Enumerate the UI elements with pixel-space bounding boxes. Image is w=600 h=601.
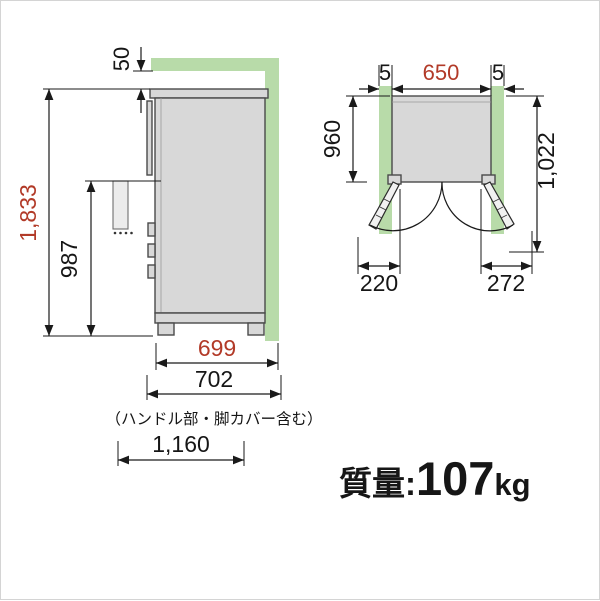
fridge-top-panel: [149, 88, 269, 99]
dim-label-699: 699: [198, 335, 236, 361]
dim-width-row: 5 650 5: [359, 60, 524, 96]
dim-label-50: 50: [109, 47, 134, 71]
rear-foot: [247, 322, 265, 336]
dim-label-1833: 1,833: [15, 184, 41, 242]
left-door-swing-arc: [369, 181, 443, 232]
dim-depth-open: 1,022: [506, 95, 559, 253]
fridge-body-side: [154, 97, 266, 314]
drawer-handle-2: [147, 243, 156, 258]
drawer-handle-1: [147, 222, 156, 237]
dim-label-650: 650: [423, 60, 460, 85]
left-door-open: [368, 181, 400, 230]
top-clearance-zone: [151, 58, 279, 71]
dim-label-987: 987: [56, 240, 82, 278]
dim-handle-height: 987: [56, 180, 161, 336]
dim-top-clearance: 50: [109, 47, 153, 113]
weight-unit: kg: [494, 467, 530, 502]
weight-text: 質量:107kg: [339, 452, 531, 505]
dim-total-height: 1,833: [15, 88, 153, 337]
dim-label-gap-right: 5: [492, 60, 504, 85]
dim-label-272: 272: [487, 270, 525, 296]
door-handle-bar: [146, 100, 153, 176]
dim-depth-closed: 960: [319, 95, 390, 183]
dim-note: （ハンドル部・脚カバー含む）: [105, 410, 322, 428]
top-view: 5 650 5 960 1,022 220: [319, 60, 559, 296]
dim-label-1160: 1,160: [152, 431, 210, 457]
dim-depth-699: 699: [155, 335, 279, 370]
drawer-handle-3: [147, 264, 156, 279]
right-door-open: [483, 181, 515, 230]
dotted-leader: [113, 231, 133, 235]
dim-left-door-swing: 220: [357, 189, 401, 296]
front-foot: [157, 322, 175, 336]
dim-label-960: 960: [319, 120, 345, 158]
weight-label: 質量:: [339, 465, 416, 502]
dim-label-1022: 1,022: [533, 132, 559, 190]
handle-projection: [112, 180, 129, 230]
right-door-swing-arc: [441, 181, 514, 232]
fridge-body-top: [391, 95, 492, 183]
weight-value: 107: [416, 452, 494, 505]
right-door-hatch: [492, 198, 508, 219]
side-view: 50 1,833 987 699 702: [15, 47, 323, 466]
dim-depth-door-open: 1,160: [117, 431, 245, 466]
left-door-hatch: [375, 198, 391, 219]
dim-label-220: 220: [360, 270, 398, 296]
dim-label-702: 702: [195, 366, 233, 392]
rear-wall-zone: [265, 58, 279, 341]
dim-right-door-swing: 272: [480, 189, 533, 296]
dim-depth-702: 702: [146, 366, 282, 400]
fridge-base: [154, 312, 266, 324]
dim-label-gap-left: 5: [379, 60, 391, 85]
